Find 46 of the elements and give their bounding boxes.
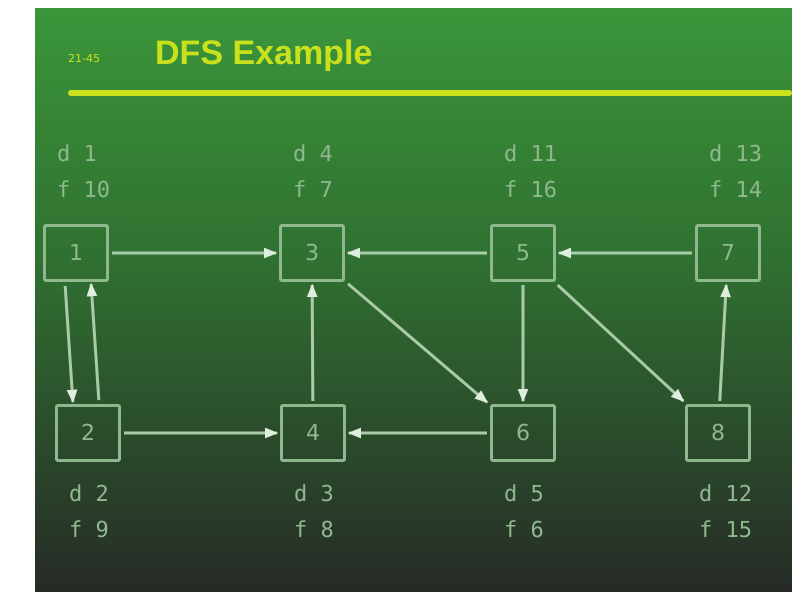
time-label: f 7 (293, 178, 333, 203)
time-label: d 5 (504, 482, 544, 507)
time-label: f 14 (709, 178, 762, 203)
time-label: f 16 (504, 178, 557, 203)
time-label: f 8 (294, 518, 334, 543)
arrow (86, 282, 100, 400)
vertex-box (55, 404, 121, 462)
vertex-label: 5 (516, 240, 530, 266)
time-label: d 3 (294, 482, 334, 507)
vertex-label: 3 (305, 240, 319, 266)
time-label: f 15 (699, 518, 752, 543)
vertex-box (490, 404, 556, 462)
vertex-label: 7 (721, 240, 735, 266)
arrow (347, 282, 488, 404)
slide-title: DFS Example (155, 34, 372, 73)
vertex-box (695, 224, 761, 282)
arrow (518, 285, 528, 402)
vertex-box (279, 224, 345, 282)
time-label: f 9 (69, 518, 109, 543)
vertex-box (43, 224, 109, 282)
vertex-label: 1 (69, 240, 83, 266)
arrow (64, 286, 78, 404)
slide-number: 21-45 (68, 52, 100, 65)
time-label: f 10 (57, 178, 110, 203)
time-label: d 11 (504, 142, 557, 167)
arrow (558, 248, 692, 258)
vertex-box (685, 404, 751, 462)
time-label: d 13 (709, 142, 762, 167)
arrow (306, 284, 318, 401)
time-label: d 4 (293, 142, 333, 167)
vertex-label: 8 (711, 420, 725, 446)
arrow (348, 428, 487, 438)
time-label: d 2 (69, 482, 109, 507)
arrow (346, 248, 487, 258)
vertex-box (490, 224, 556, 282)
vertex-box (280, 404, 346, 462)
vertex-label: 4 (306, 420, 320, 446)
arrow (124, 428, 278, 438)
arrow (556, 284, 684, 402)
arrow (718, 284, 731, 402)
vertex-label: 2 (81, 420, 95, 446)
time-label: d 12 (699, 482, 752, 507)
time-label: d 1 (57, 142, 97, 167)
vertex-label: 6 (516, 420, 530, 446)
time-label: f 6 (504, 518, 544, 543)
arrow (112, 248, 278, 258)
